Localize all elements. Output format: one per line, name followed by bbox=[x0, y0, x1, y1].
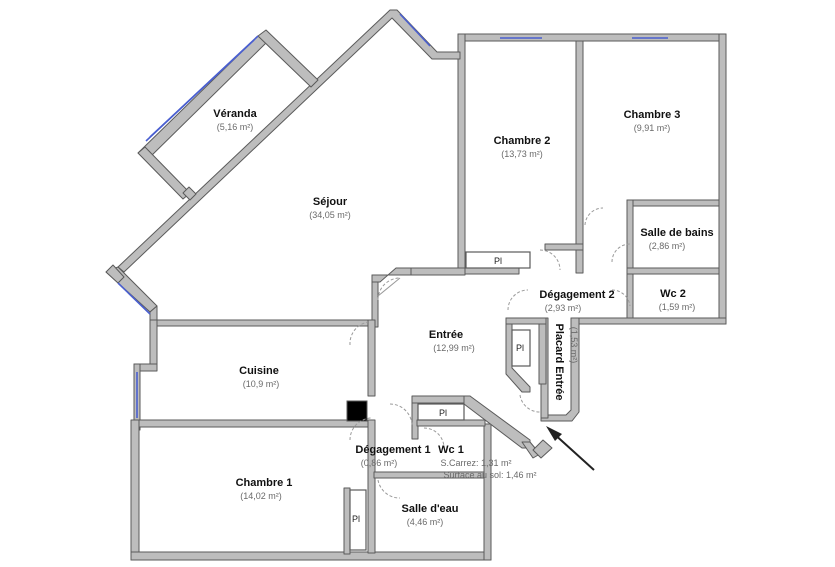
room-area-wc2: (1,59 m²) bbox=[659, 302, 696, 312]
room-area-degagement1: (0,86 m²) bbox=[361, 458, 398, 468]
room-area-wc1-floor: Surface au sol: 1,46 m² bbox=[443, 470, 536, 480]
walls bbox=[105, 9, 727, 561]
closet-label: Pl bbox=[439, 408, 447, 418]
doors bbox=[349, 207, 631, 499]
room-area-chambre2: (13,73 m²) bbox=[501, 149, 543, 159]
closet-chambre2 bbox=[465, 251, 531, 269]
closet-label: Pl bbox=[352, 514, 360, 524]
room-name-degagement2: Dégagement 2 bbox=[539, 289, 614, 301]
room-area-entree: (12,99 m²) bbox=[433, 343, 475, 353]
room-name-entree: Entrée bbox=[429, 329, 463, 341]
room-area-veranda: (5,16 m²) bbox=[217, 122, 254, 132]
room-name-chambre3: Chambre 3 bbox=[624, 109, 681, 121]
windows bbox=[117, 13, 668, 418]
closet-label: Pl bbox=[494, 256, 502, 266]
closet-entree bbox=[511, 329, 531, 367]
room-name-wc1: Wc 1 bbox=[438, 444, 464, 456]
room-name-chambre1: Chambre 1 bbox=[236, 477, 293, 489]
room-area-chambre3: (9,91 m²) bbox=[634, 123, 671, 133]
room-name-veranda: Véranda bbox=[213, 108, 257, 120]
room-name-chambre2: Chambre 2 bbox=[494, 135, 551, 147]
room-name-salle-eau: Salle d'eau bbox=[401, 503, 458, 515]
room-area-chambre1: (14,02 m²) bbox=[240, 491, 282, 501]
room-name-wc2: Wc 2 bbox=[660, 288, 686, 300]
room-name-degagement1: Dégagement 1 bbox=[355, 444, 430, 456]
room-area-salle-eau: (4,46 m²) bbox=[407, 517, 444, 527]
room-area-placard-entree: (1,53 m²) bbox=[569, 327, 579, 364]
room-name-sejour: Séjour bbox=[313, 196, 348, 208]
room-area-wc1: S.Carrez: 1,31 m² bbox=[440, 458, 511, 468]
room-labels: Véranda (5,16 m²) Séjour (34,05 m²) Cham… bbox=[213, 108, 713, 527]
closet-salle-eau bbox=[349, 489, 367, 551]
room-name-salle-de-bains: Salle de bains bbox=[640, 227, 713, 239]
closet-wc1 bbox=[417, 403, 465, 421]
closet-label: Pl bbox=[516, 343, 524, 353]
room-area-sejour: (34,05 m²) bbox=[309, 210, 351, 220]
room-name-placard-entree: Placard Entrée bbox=[553, 323, 565, 400]
room-area-degagement2: (2,93 m²) bbox=[545, 303, 582, 313]
room-name-cuisine: Cuisine bbox=[239, 365, 279, 377]
room-area-salle-de-bains: (2,86 m²) bbox=[649, 241, 686, 251]
room-area-cuisine: (10,9 m²) bbox=[243, 379, 280, 389]
entrance-arrow-icon bbox=[546, 426, 595, 471]
closets: Pl Pl Pl Pl bbox=[349, 251, 531, 551]
